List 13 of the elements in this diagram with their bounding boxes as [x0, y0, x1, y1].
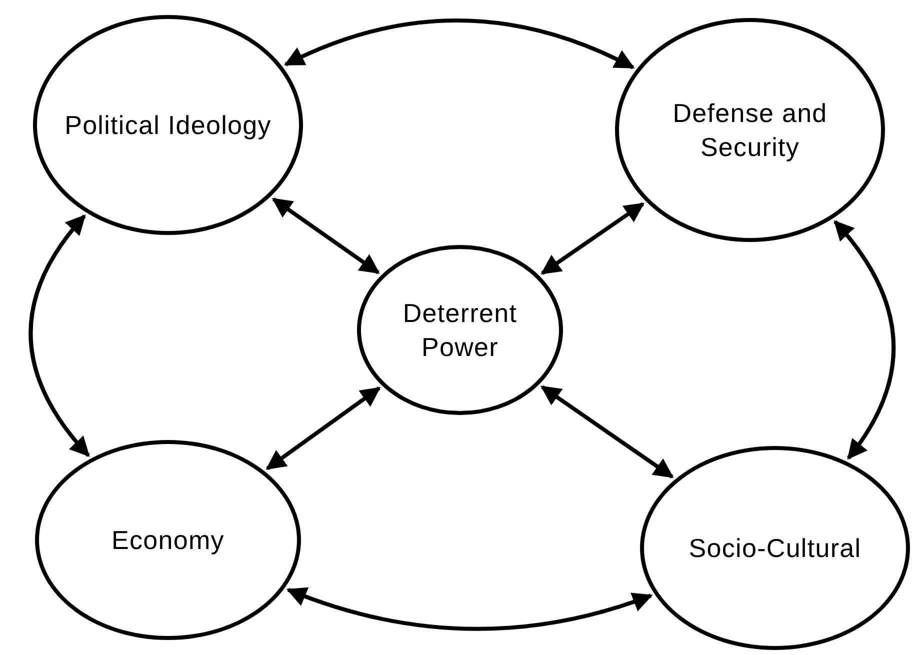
double-headed-arrow: [540, 385, 674, 478]
double-headed-arrow: [284, 18, 635, 70]
concept-label: Economy: [112, 524, 224, 557]
double-headed-arrow: [834, 220, 896, 460]
concept-label: Socio-Cultural: [688, 532, 862, 565]
double-headed-arrow: [266, 386, 381, 470]
concept-label: Defense and Security: [672, 97, 828, 164]
double-headed-arrow: [28, 214, 90, 457]
concept-label: Deterrent Power: [402, 297, 518, 364]
concept-label: Political Ideology: [64, 109, 272, 142]
double-headed-arrow: [286, 586, 653, 631]
double-headed-arrow: [540, 202, 645, 275]
double-headed-arrow: [272, 197, 380, 274]
